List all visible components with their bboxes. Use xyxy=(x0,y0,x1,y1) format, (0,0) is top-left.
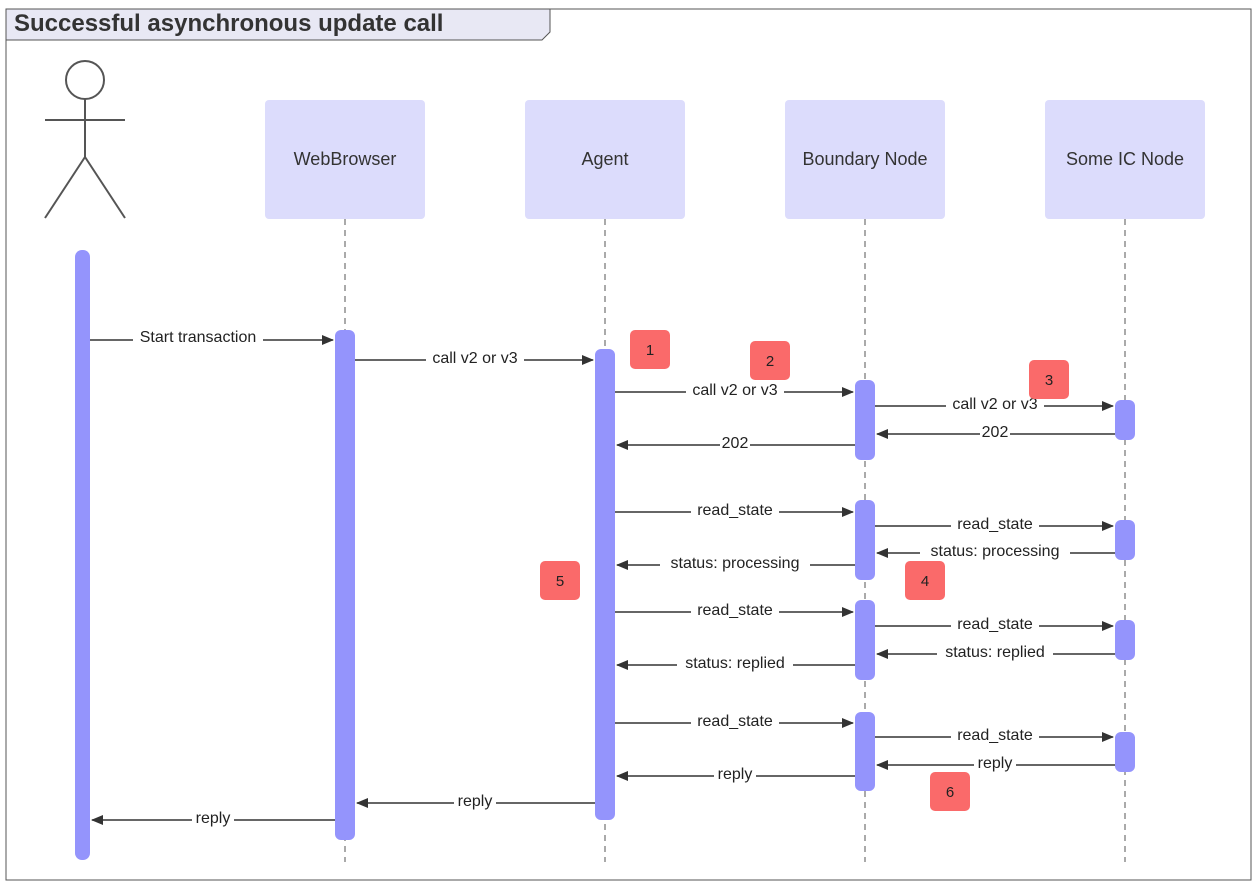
svg-text:read_state: read_state xyxy=(697,502,773,519)
message-label-read-state-2b: read_state xyxy=(951,614,1039,633)
svg-text:status: replied: status: replied xyxy=(685,655,785,672)
svg-text:6: 6 xyxy=(946,784,954,801)
svg-text:1: 1 xyxy=(646,342,654,359)
activation-boundary-2 xyxy=(855,500,875,580)
svg-text:5: 5 xyxy=(556,573,564,590)
svg-text:2: 2 xyxy=(766,353,774,370)
svg-text:read_state: read_state xyxy=(957,516,1033,533)
activation-boundary-3 xyxy=(855,600,875,680)
step-badge-6: 6 xyxy=(930,772,970,811)
message-label-call-boundary-icnode: call v2 or v3 xyxy=(946,394,1044,413)
participant-agent xyxy=(525,100,685,219)
activation-browser xyxy=(335,330,355,840)
svg-text:read_state: read_state xyxy=(697,602,773,619)
svg-text:3: 3 xyxy=(1045,372,1053,389)
svg-text:reply: reply xyxy=(978,755,1013,772)
message-label-reply-icnode-boundary: reply xyxy=(974,753,1016,772)
message-label-read-state-3a: read_state xyxy=(691,711,779,730)
svg-text:reply: reply xyxy=(718,766,753,783)
message-label-read-state-1a: read_state xyxy=(691,500,779,519)
message-label-read-state-2a: read_state xyxy=(691,600,779,619)
svg-text:call v2 or v3: call v2 or v3 xyxy=(952,396,1037,413)
message-label-read-state-1b: read_state xyxy=(951,514,1039,533)
activation-icnode-3 xyxy=(1115,620,1135,660)
activation-boundary-4 xyxy=(855,712,875,791)
step-badge-5: 5 xyxy=(540,561,580,600)
message-label-reply-browser-user: reply xyxy=(192,808,234,827)
svg-text:call v2 or v3: call v2 or v3 xyxy=(692,382,777,399)
message-label-reply-boundary-agent: reply xyxy=(714,764,756,783)
step-badge-4: 4 xyxy=(905,561,945,600)
svg-text:4: 4 xyxy=(921,573,929,590)
message-label-reply-agent-browser: reply xyxy=(454,791,496,810)
svg-text:202: 202 xyxy=(722,435,749,452)
message-label-status-processing-b: status: processing xyxy=(660,553,810,572)
participant-boundary-label: Boundary Node xyxy=(802,149,927,169)
activation-boundary-1 xyxy=(855,380,875,460)
diagram-title: Successful asynchronous update call xyxy=(14,10,443,37)
participant-icnode-label: Some IC Node xyxy=(1066,149,1184,169)
message-label-status-replied-b: status: replied xyxy=(677,653,793,672)
svg-text:reply: reply xyxy=(196,810,231,827)
step-badge-1: 1 xyxy=(630,330,670,369)
activation-user xyxy=(75,250,90,860)
activation-agent xyxy=(595,349,615,820)
message-label-202-icnode-boundary: 202 xyxy=(980,422,1010,441)
step-badge-3: 3 xyxy=(1029,360,1069,399)
actor-user xyxy=(44,60,126,219)
step-badge-2: 2 xyxy=(750,341,790,380)
title-tab xyxy=(5,8,551,41)
actor-right-leg xyxy=(84,156,126,219)
participant-browser-label: WebBrowser xyxy=(294,149,397,169)
svg-text:call v2 or v3: call v2 or v3 xyxy=(432,350,517,367)
svg-text:202: 202 xyxy=(982,424,1009,441)
svg-text:Start transaction: Start transaction xyxy=(140,329,257,346)
activation-icnode-4 xyxy=(1115,732,1135,772)
participant-browser xyxy=(265,100,425,219)
participant-agent-label: Agent xyxy=(581,149,628,169)
svg-text:status: processing: status: processing xyxy=(671,555,800,572)
participant-boundary xyxy=(785,100,945,219)
svg-text:read_state: read_state xyxy=(957,616,1033,633)
message-label-status-processing-a: status: processing xyxy=(920,541,1070,560)
message-label-202-boundary-agent: 202 xyxy=(720,433,750,452)
svg-text:status: replied: status: replied xyxy=(945,644,1045,661)
svg-text:status: processing: status: processing xyxy=(931,543,1060,560)
message-label-read-state-3b: read_state xyxy=(951,725,1039,744)
activation-icnode-2 xyxy=(1115,520,1135,560)
svg-text:read_state: read_state xyxy=(957,727,1033,744)
svg-text:reply: reply xyxy=(458,793,493,810)
svg-text:read_state: read_state xyxy=(697,713,773,730)
actor-left-leg xyxy=(44,156,86,219)
message-label-start-transaction: Start transaction xyxy=(133,328,263,346)
participant-icnode xyxy=(1045,100,1205,219)
activation-icnode-1 xyxy=(1115,400,1135,440)
message-label-call-agent-boundary: call v2 or v3 xyxy=(686,380,784,399)
message-label-status-replied-a: status: replied xyxy=(937,642,1053,661)
message-label-call-browser-agent: call v2 or v3 xyxy=(426,348,524,367)
